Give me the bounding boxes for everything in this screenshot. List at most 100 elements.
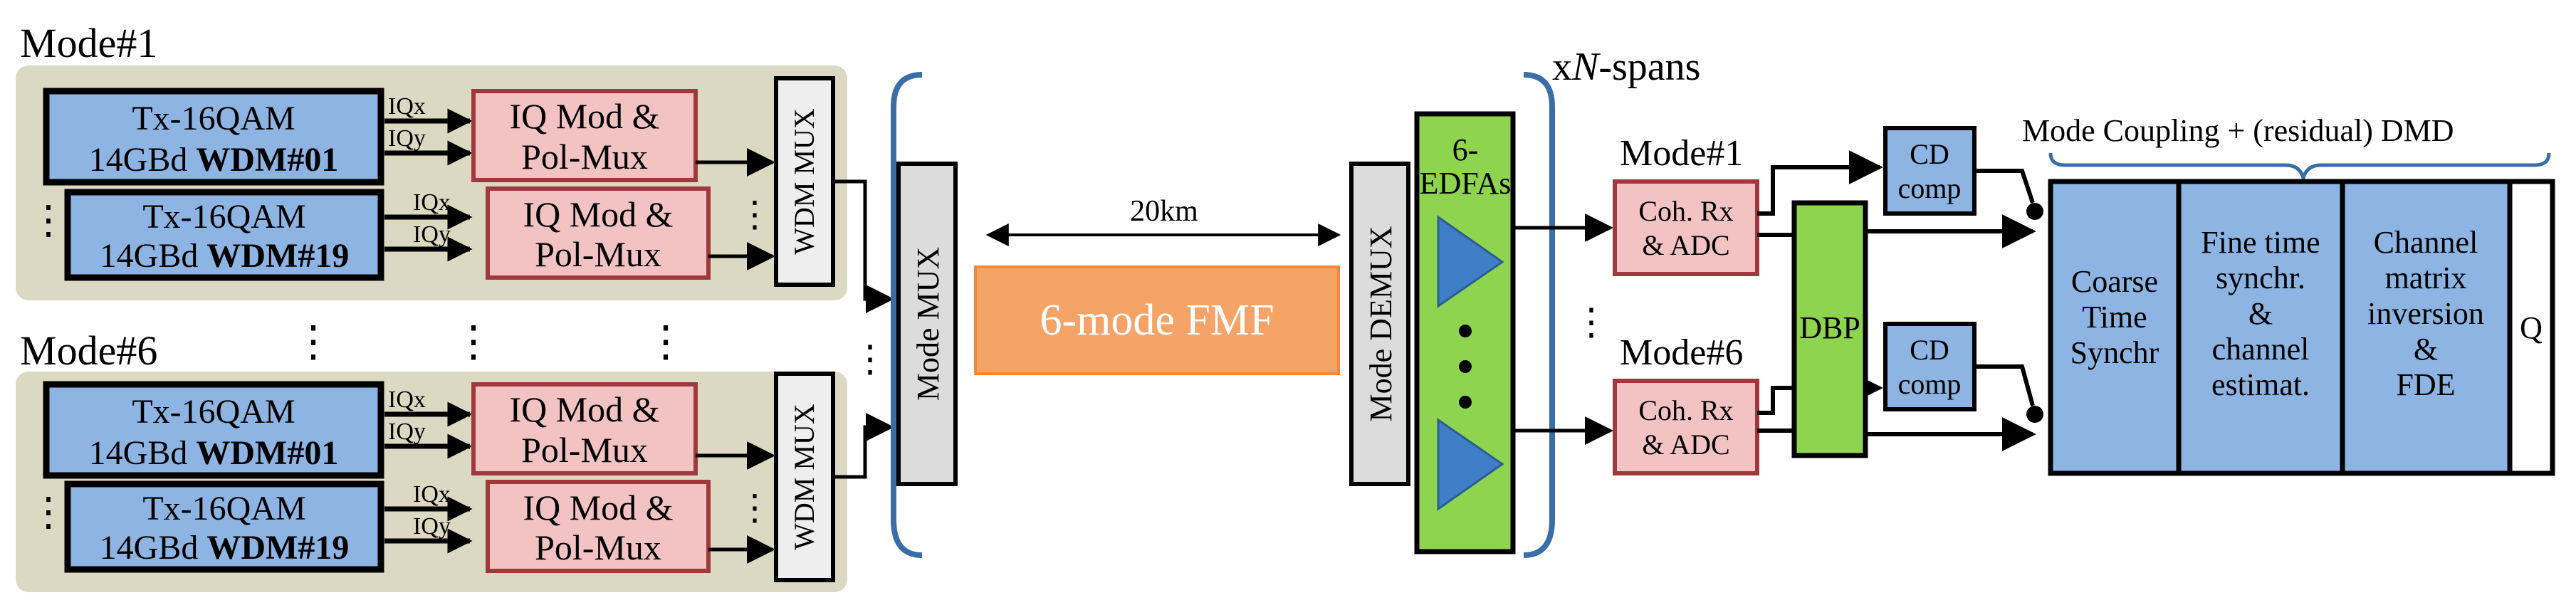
amplifier-triangle-icon: [1437, 418, 1504, 511]
tx-box-label: Tx-16QAM: [142, 490, 305, 527]
wdm-mux-label: WDM MUX: [788, 108, 820, 255]
rx-mode6-label: Mode#6: [1620, 332, 1743, 373]
dsp-block-label: Time: [2082, 300, 2147, 335]
vertical-ellipsis: ⋮: [292, 318, 335, 365]
tx-box-label: 14GBd WDM#01: [89, 434, 339, 472]
switch-line: [1974, 364, 2035, 406]
dsp-brace: [2048, 152, 2551, 185]
iq-label: IQx: [388, 93, 426, 120]
link-section: Mode MUX 20km 6-mode FMF Mode DEMUX 6- E…: [896, 111, 1516, 554]
iq-mod-label: Pol-Mux: [535, 527, 661, 567]
dsp-block-coarse-sync: [2048, 179, 2182, 476]
tx-box-label: 14GBd WDM#01: [89, 141, 339, 179]
dsp-block-label: matrix: [2385, 261, 2467, 295]
fmf-fiber-box: [974, 265, 1340, 375]
switch-dot: [2026, 406, 2043, 423]
dsp-block-label: Channel: [2374, 225, 2478, 260]
iq-mod-label: IQ Mod &: [523, 488, 673, 527]
tx-mode1-label: Mode#1: [20, 20, 157, 66]
iq-mod-box: [486, 186, 711, 280]
dbp-box: [1791, 200, 1868, 458]
tx-box-mode1-wdm19: [64, 189, 384, 281]
arrow: [1757, 150, 1883, 216]
dsp-block-label: estimat.: [2211, 367, 2310, 402]
dsp-block-label: channel: [2212, 332, 2310, 367]
tx-box-mode1-wdm01: [43, 88, 384, 186]
switch-line: [1974, 169, 2035, 204]
dsp-block-q: [2507, 179, 2555, 476]
rx-label: Coh. Rx: [1638, 195, 1733, 227]
ellipsis-row: ⋮ ⋮ ⋮: [292, 318, 687, 365]
tx-mode6-label: Mode#6: [20, 327, 157, 374]
iq-label: IQy: [413, 221, 451, 248]
dot: [1459, 396, 1472, 409]
dot: [1459, 360, 1472, 373]
iq-label: IQy: [388, 419, 426, 445]
tx-box-label: Tx-16QAM: [132, 393, 295, 431]
dsp-block-label: Coarse: [2071, 264, 2158, 299]
vertical-ellipsis: ⋮: [28, 199, 68, 243]
wdm-mux-box: [774, 372, 835, 582]
iq-mod-label: Pol-Mux: [521, 430, 648, 470]
span-brace-left: [891, 72, 923, 558]
vertical-ellipsis: ⋮: [1573, 303, 1610, 343]
rx-label: & ADC: [1642, 229, 1729, 261]
iq-mod-label: IQ Mod &: [509, 96, 659, 136]
dsp-block-label: FDE: [2396, 367, 2455, 402]
iq-mod-label: IQ Mod &: [523, 194, 673, 234]
fiber-length-label: 20km: [1130, 195, 1198, 228]
edfa-label: EDFAs: [1420, 166, 1512, 201]
wdm-mux-label: WDM MUX: [788, 404, 820, 550]
cd-comp-label: comp: [1898, 172, 1962, 204]
iq-mod-label: Pol-Mux: [535, 234, 661, 274]
cd-comp-label: comp: [1898, 368, 1962, 400]
dsp-block-label: Q: [2520, 310, 2543, 345]
iq-label: IQy: [413, 513, 451, 540]
fmf-fiber-label: 6-mode FMF: [1040, 296, 1274, 345]
dsp-block-channel-inversion: [2340, 179, 2513, 476]
span-bracket: xN-spans: [891, 45, 1700, 558]
dsp-brace-label: Mode Coupling + (residual) DMD: [2022, 113, 2454, 148]
vertical-ellipsis: ⋮: [737, 194, 773, 234]
vertical-ellipsis: ⋮: [644, 318, 687, 365]
tx-group-mode1: Mode#1 Tx-16QAM 14GBd WDM#01 Tx-16QAM 14…: [16, 20, 847, 300]
rx-mode1-label: Mode#1: [1620, 133, 1743, 174]
spans-label: xN-spans: [1552, 45, 1700, 89]
wdm-mux-box: [774, 76, 835, 287]
cd-comp-label: CD: [1910, 138, 1949, 170]
tx-box-mode6-wdm01: [43, 381, 384, 479]
mode-demux-box: [1349, 162, 1410, 486]
vertical-ellipsis: ⋮: [452, 318, 495, 365]
dsp-block-label: &: [2414, 332, 2438, 367]
vertical-ellipsis: ⋮: [28, 490, 68, 535]
vertical-ellipsis: ⋮: [737, 488, 773, 527]
dot: [1459, 325, 1472, 337]
iq-mod-box: [471, 382, 698, 475]
mode-demux-label: Mode DEMUX: [1363, 226, 1398, 422]
cd-comp-label: CD: [1910, 334, 1949, 366]
dsp-block-label: Synchr: [2070, 335, 2159, 370]
rx-label: & ADC: [1642, 428, 1729, 461]
arrow: [833, 413, 894, 479]
iq-mod-label: Pol-Mux: [521, 137, 648, 177]
dsp-block-label: Fine time: [2201, 225, 2320, 260]
tx-box-mode6-wdm19: [64, 480, 384, 573]
iq-mod-label: IQ Mod &: [509, 389, 659, 429]
tx-group-mode6: Mode#6 Tx-16QAM 14GBd WDM#01 Tx-16QAM 14…: [16, 327, 847, 592]
dbp-label: DBP: [1799, 310, 1860, 345]
tx-box-label: Tx-16QAM: [142, 198, 305, 236]
tx-box-label: 14GBd WDM#19: [100, 529, 350, 567]
mux-connections: ⋮: [833, 179, 894, 479]
dsp-block-label: inversion: [2367, 296, 2484, 331]
iq-mod-box: [471, 89, 698, 182]
receiver-section: Mode#1 Coh. Rx & ADC Mode#6 Coh. Rx & AD…: [1613, 126, 2043, 475]
iq-label: IQx: [413, 481, 451, 508]
cd-comp-box: [1883, 322, 1976, 411]
tx-box-label: 14GBd WDM#19: [100, 237, 350, 275]
amplifier-triangle-icon: [1437, 215, 1504, 308]
iq-label: IQy: [388, 125, 426, 152]
coherent-rx-box: [1613, 379, 1759, 475]
coherent-rx-box: [1613, 179, 1759, 276]
cd-comp-box: [1883, 126, 1976, 216]
